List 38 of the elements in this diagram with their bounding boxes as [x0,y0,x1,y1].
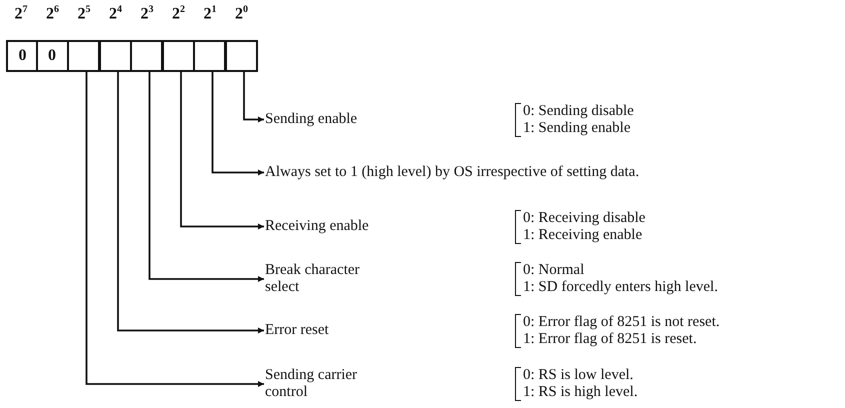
bit-cell [98,40,132,72]
bit-weight-label: 2$^{5}$ [76,4,92,24]
bit-weight-label: 2$^{7}$ [14,4,28,24]
bit-description: Error reset [265,322,329,339]
bit-weight-label: 2$^{6}$ [45,4,60,24]
option-text: 1: SD forcedly enters high level. [523,279,718,296]
bit-description: Receiving enable [265,218,369,235]
option-text: 0: RS is low level. [523,367,634,384]
arrow [212,72,264,176]
option-text: 1: Sending enable [523,120,632,136]
option-text: 0: Normal [523,262,586,279]
bit-description: Always set to 1 (high level) by OS irrespective of setting data. [265,164,640,181]
option-text: 1: RS is high level. [523,384,638,401]
option-text: 0: Receiving disable [523,210,646,226]
bit-cell [193,40,226,72]
arrow [180,72,264,230]
bit-cell [130,40,163,72]
bit-weight-label: 2$^{2}$ [171,4,186,24]
option-text: 0: Error flag of 8251 is not reset. [523,314,720,330]
arrow [117,72,264,334]
bit-cell [67,40,100,72]
option-text: 1: Receiving enable [523,226,644,244]
arrow [86,72,264,387]
option-text: 1: Error flag of 8251 is reset. [523,330,698,348]
bit-cell [162,40,194,72]
bit-cell [224,40,258,72]
bit-description: Sending enable [265,111,358,128]
arrow [243,72,264,122]
bit-cell: 0 [36,40,68,72]
bit-weight-label: 2$^{4}$ [108,4,123,24]
bit-cell: 0 [6,40,39,72]
bit-weight-label: 2$^{3}$ [140,4,154,24]
bit-description: Sending carrier control [265,367,377,401]
bit-weight-label: 2$^{1}$ [202,4,218,24]
bit-description: Break character select [265,262,377,296]
option-text: 0: Sending disable [523,102,634,120]
arrow [148,72,264,282]
bit-weight-label: 2$^{0}$ [234,4,249,24]
